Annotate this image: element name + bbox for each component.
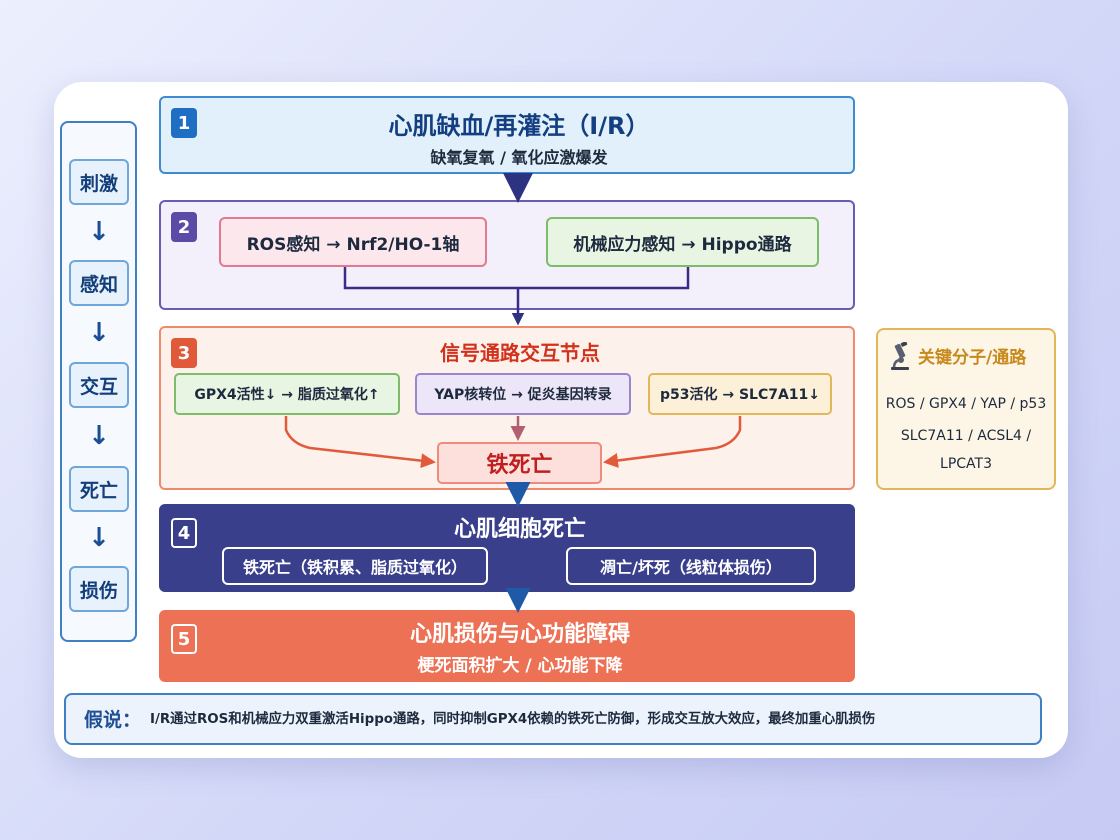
stage5-badge: 5 <box>171 624 197 654</box>
stage1-subtitle: 缺氧复氧 / 氧化应激爆发 <box>430 148 608 167</box>
step-injury: 损伤 <box>69 566 129 612</box>
step-interaction: 交互 <box>69 362 129 408</box>
stage5-box <box>159 610 855 682</box>
step-death: 死亡 <box>69 466 129 512</box>
apoptosis-necrosis-box: 凋亡/坏死（线粒体损伤） <box>566 547 816 585</box>
hypothesis-box <box>64 693 1042 745</box>
mechanical-sensing-box: 机械应力感知 → Hippo通路 <box>546 217 819 267</box>
gpx4-node: GPX4活性↓ → 脂质过氧化↑ <box>174 373 400 415</box>
step-arrow: ↓ <box>88 318 110 348</box>
step-arrow: ↓ <box>88 523 110 553</box>
yap-node: YAP核转位 → 促炎基因转录 <box>415 373 631 415</box>
hypothesis-label: 假说： <box>84 709 142 731</box>
stage1-badge: 1 <box>171 108 197 138</box>
key-molecules-title: 关键分子/通路 <box>918 348 1027 368</box>
stage4-title: 心肌细胞死亡 <box>453 517 586 542</box>
microscope-icon <box>888 342 912 372</box>
stage3-badge: 3 <box>171 338 197 368</box>
key-molecules-line: SLC7A11 / ACSL4 / <box>900 428 1032 444</box>
key-molecules-line: ROS / GPX4 / YAP / p53 <box>885 396 1047 412</box>
key-molecules-box <box>876 328 1056 490</box>
step-arrow: ↓ <box>88 421 110 451</box>
stage4-badge: 4 <box>171 518 197 548</box>
stage1-title: 心肌缺血/再灌注（I/R） <box>388 111 650 140</box>
step-stimulus: 刺激 <box>69 159 129 205</box>
stage5-subtitle: 梗死面积扩大 / 心功能下降 <box>417 655 623 676</box>
ros-sensing-box: ROS感知 → Nrf2/HO-1轴 <box>219 217 487 267</box>
hypothesis-text: I/R通过ROS和机械应力双重激活Hippo通路，同时抑制GPX4依赖的铁死亡防… <box>150 712 876 727</box>
key-molecules-line: LPCAT3 <box>940 456 992 472</box>
p53-node: p53活化 → SLC7A11↓ <box>648 373 832 415</box>
step-perception: 感知 <box>69 260 129 306</box>
arrow-gpx4-to-ferroptosis <box>284 416 436 469</box>
stage2-badge: 2 <box>171 212 197 242</box>
stage5-title: 心肌损伤与心功能障碍 <box>409 622 630 647</box>
arrow-p53-to-ferroptosis <box>603 416 742 468</box>
stage3-title: 信号通路交互节点 <box>440 340 600 365</box>
step-arrow: ↓ <box>88 217 110 247</box>
ferroptosis-detail-box: 铁死亡（铁积累、脂质过氧化） <box>222 547 488 585</box>
stage2-merge-line <box>343 267 690 290</box>
